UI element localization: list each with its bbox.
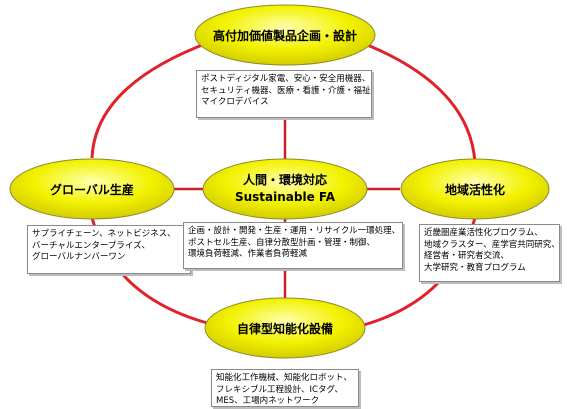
oval-center	[202, 158, 368, 220]
node-bottom-label: 自律型知能化設備	[237, 321, 333, 336]
connector-arc-top-right	[359, 40, 477, 164]
node-center-label-line1: 人間・環境対応	[243, 172, 327, 187]
connector-arc-top-left	[90, 40, 211, 159]
box-bottom-line: 知能化工作機械、知能化ロボット、	[216, 373, 352, 383]
box-center-line: 環境負荷軽減、作業者負荷軽減	[188, 249, 308, 259]
node-left-label: グローバル生産	[50, 182, 134, 197]
box-top-line: ポストディジタル家電、安心・安全用機器、	[201, 74, 371, 84]
node-left: グローバル生産	[9, 158, 175, 220]
box-right-description: 近畿圏産業活性化プログラム、 地域クラスター、産学官共同研究、 経営者・研究者交…	[419, 224, 560, 282]
oval-left	[9, 158, 175, 220]
box-bottom-line: フレキシブル工程設計、ICタグ、	[216, 384, 343, 395]
oval-bottom	[204, 297, 366, 359]
box-left-line: バーチャルエンタープライズ、	[32, 240, 151, 251]
box-left-line: グローバルナンバーワン	[32, 252, 126, 262]
box-top-description: ポストディジタル家電、安心・安全用機器、 セキュリティ機器、医療・看護・介護・福…	[196, 70, 372, 118]
box-left-description: サプライチェーン、ネットビジネス、 バーチャルエンタープライズ、 グローバルナン…	[27, 225, 191, 274]
box-bottom-description: 知能化工作機械、知能化ロボット、 フレキシブル工程設計、ICタグ、 MES、工場…	[211, 369, 359, 407]
box-center-description: 企画・設計・開発・生産・運用・リサイクル一環処理、 ポストセル生産、自律分散型計…	[183, 222, 403, 269]
node-center: 人間・環境対応 Sustainable FA	[202, 158, 368, 220]
box-center-line: ポストセル生産、自律分散型計画・管理・制御、	[188, 237, 376, 248]
node-right-label: 地域活性化	[445, 182, 505, 197]
box-center-line: 企画・設計・開発・生産・運用・リサイクル一環処理、	[188, 226, 401, 236]
box-right-line: 近畿圏産業活性化プログラム、	[424, 228, 543, 238]
box-right-line: 経営者・研究者交流、	[424, 251, 510, 261]
box-right-line: 地域クラスター、産学官共同研究、	[424, 239, 560, 250]
oval-right	[400, 158, 550, 220]
box-right-line: 大学研究・教育プログラム	[424, 262, 526, 273]
oval-top	[194, 4, 376, 66]
node-center-label-line2: Sustainable FA	[235, 190, 336, 204]
box-top-line: セキュリティ機器、医療・看護・介護・福祉機器、	[201, 85, 371, 96]
node-right: 地域活性化	[400, 158, 550, 220]
box-top-line: マイクロデバイス	[201, 97, 269, 107]
node-bottom: 自律型知能化設備	[204, 297, 366, 359]
node-top: 高付加価値製品企画・設計	[194, 4, 376, 66]
node-top-label: 高付加価値製品企画・設計	[213, 28, 357, 43]
box-bottom-line: MES、工場内ネットワーク	[216, 396, 320, 406]
box-left-line: サプライチェーン、ネットビジネス、	[32, 229, 176, 239]
